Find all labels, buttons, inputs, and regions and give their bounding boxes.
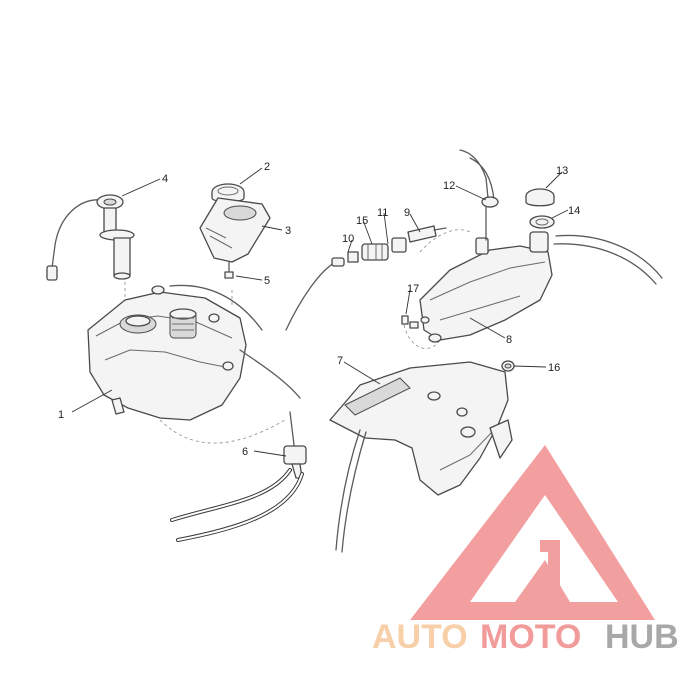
callout-11: 11 bbox=[377, 207, 388, 219]
drain-hose bbox=[335, 429, 361, 551]
overflow-hose-2 bbox=[553, 243, 657, 285]
callout-15: 15 bbox=[356, 215, 368, 227]
callout-17: 17 bbox=[407, 283, 419, 295]
assembly-guide bbox=[419, 229, 471, 253]
callout-1: 1 bbox=[58, 409, 64, 421]
watermark-auto: AUTO bbox=[372, 618, 468, 656]
callout-12: 12 bbox=[443, 180, 455, 192]
callout-16: 16 bbox=[548, 362, 560, 374]
callout-13: 13 bbox=[556, 165, 568, 177]
callout-9: 9 bbox=[404, 207, 410, 219]
fuel-tank bbox=[87, 285, 247, 421]
watermark-text: AUTO MOTO HUB bbox=[372, 618, 679, 656]
grommet-16 bbox=[501, 360, 515, 372]
automotohub-logo bbox=[410, 445, 655, 620]
aux-seal-ring-inner bbox=[535, 218, 549, 226]
overflow-hose bbox=[555, 234, 663, 279]
screw-17 bbox=[401, 315, 419, 329]
callout-3: 3 bbox=[285, 225, 291, 237]
sender-wire-2 bbox=[469, 157, 495, 201]
auxiliary-tank bbox=[419, 231, 553, 343]
watermark-moto: MOTO bbox=[480, 618, 581, 656]
filler-gasket bbox=[199, 197, 271, 263]
watermark-hub: HUB bbox=[605, 618, 679, 656]
leader-lines bbox=[71, 167, 569, 457]
screw-5 bbox=[224, 261, 234, 279]
vent-hose-2 bbox=[239, 349, 301, 399]
aux-seal-ring bbox=[529, 215, 555, 229]
aux-cap bbox=[525, 188, 555, 207]
assembly-guide bbox=[403, 324, 441, 349]
callout-2: 2 bbox=[264, 161, 270, 173]
callout-6: 6 bbox=[242, 446, 248, 458]
callout-5: 5 bbox=[264, 275, 270, 287]
sender-wire bbox=[459, 149, 489, 199]
tank-cover-bracket bbox=[329, 361, 513, 496]
fuel-level-sender bbox=[46, 194, 135, 281]
callout-14: 14 bbox=[568, 205, 580, 217]
callout-10: 10 bbox=[342, 233, 354, 245]
drain-hose-2 bbox=[341, 431, 367, 553]
logo-triangle-icon bbox=[410, 445, 655, 620]
fuel-tap bbox=[170, 411, 307, 542]
sender-12 bbox=[481, 196, 499, 208]
callout-labels: 1 2 3 4 5 6 7 8 9 10 11 12 13 14 15 16 1… bbox=[58, 161, 580, 458]
vent-hose bbox=[169, 284, 263, 331]
callout-4: 4 bbox=[162, 173, 168, 185]
callout-8: 8 bbox=[506, 334, 512, 346]
assembly-guide bbox=[159, 419, 286, 444]
logo-inner-mark-icon bbox=[538, 540, 560, 585]
fuel-filter-assembly bbox=[285, 225, 447, 331]
callout-7: 7 bbox=[337, 355, 343, 367]
